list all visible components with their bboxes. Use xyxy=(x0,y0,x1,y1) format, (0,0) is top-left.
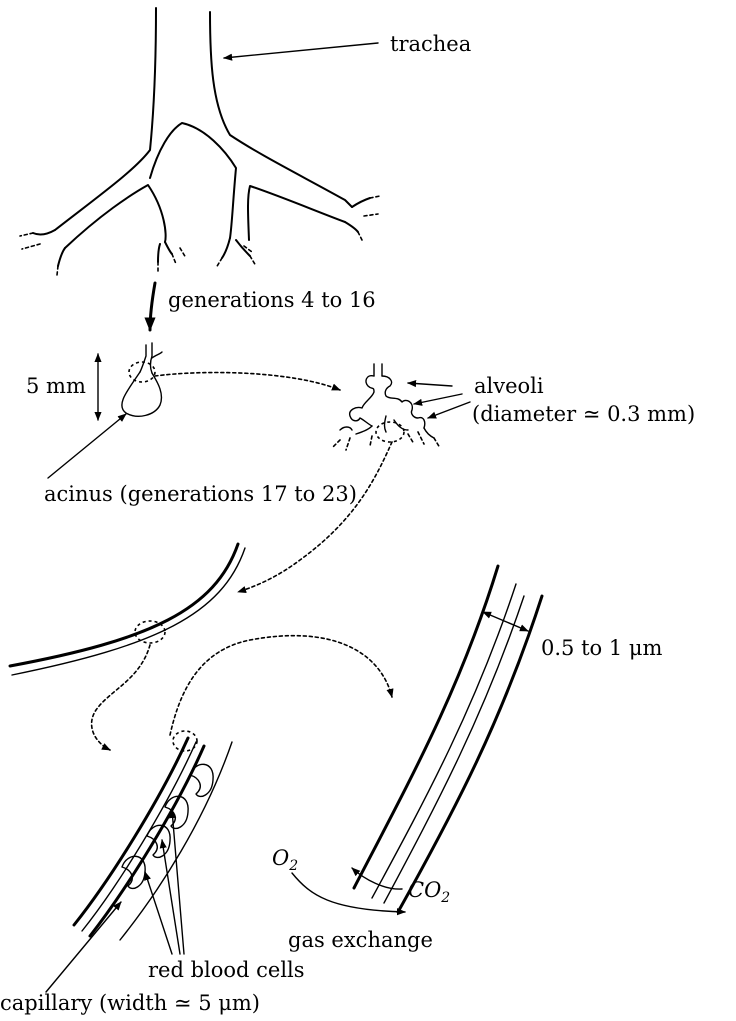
center-tips xyxy=(158,238,250,262)
membrane-line-2 xyxy=(372,584,516,898)
alveoli-dash-tips xyxy=(332,432,440,450)
trachea-label: trachea xyxy=(390,34,471,55)
o2-subscript: 2 xyxy=(289,858,298,874)
membrane xyxy=(354,566,542,912)
capillary-label: capillary (width ≃ 5 μm) xyxy=(0,993,260,1014)
acinus-duct xyxy=(140,343,152,373)
wall-inner xyxy=(12,548,245,675)
alveoli-arrow-3 xyxy=(428,402,470,418)
zoom-to-capillary xyxy=(92,645,150,750)
rbc-arrow-1 xyxy=(145,872,172,954)
o2-arrow xyxy=(292,873,405,912)
center-tips-dash xyxy=(158,246,256,272)
co2-subscript: 2 xyxy=(441,890,450,906)
trachea-arrow xyxy=(224,43,378,58)
alveoli-label: alveoli xyxy=(474,376,544,397)
wall-outer xyxy=(10,544,238,666)
alveolus-zoom-circle xyxy=(376,422,404,442)
membrane-outer-left xyxy=(354,566,498,888)
rbc-arrow-3 xyxy=(172,810,184,954)
rbc-3 xyxy=(147,825,170,857)
alveoli-diameter-label: (diameter ≃ 0.3 mm) xyxy=(472,404,695,425)
zoom-to-membrane xyxy=(170,636,392,735)
zoom-to-wall xyxy=(238,442,392,592)
acinus-sac xyxy=(122,372,162,416)
trachea-left-wall xyxy=(55,8,156,230)
red-blood-cells-label: red blood cells xyxy=(148,960,305,981)
acinus xyxy=(122,343,162,416)
acinus-branch xyxy=(152,352,162,358)
capillary-wall-2 xyxy=(82,742,196,931)
rbc-1 xyxy=(190,764,213,796)
zoom-to-alveoli xyxy=(155,373,340,390)
gas-exchange-label: gas exchange xyxy=(288,930,433,951)
left-bronchus-lower xyxy=(65,185,166,248)
far-left-tip-dash xyxy=(20,233,58,275)
acinus-arrow xyxy=(48,414,126,478)
acinus-label: acinus (generations 17 to 23) xyxy=(44,484,357,505)
capillary xyxy=(74,731,232,940)
o2-label: O2 xyxy=(272,848,298,873)
scale-label: 5 mm xyxy=(26,376,86,397)
capillary-wall-far xyxy=(120,742,232,940)
alveoli-sacs-left xyxy=(350,376,374,426)
generations-arrow xyxy=(150,283,155,330)
right-bronchus-lower xyxy=(248,186,345,240)
far-left-tip xyxy=(33,230,65,266)
co2-label: CO2 xyxy=(408,880,450,905)
generations-label: generations 4 to 16 xyxy=(168,290,376,311)
o2-base: O xyxy=(272,846,289,870)
alveoli-arrow-1 xyxy=(408,383,452,386)
co2-base: CO xyxy=(408,878,441,902)
alveoli-arrow-2 xyxy=(414,394,462,404)
trachea-right-wall xyxy=(210,12,352,207)
alveoli-cluster xyxy=(332,364,440,450)
capillary-arrow xyxy=(46,902,121,992)
alveoli-duct xyxy=(374,364,382,376)
membrane-thickness-label: 0.5 to 1 μm xyxy=(541,638,662,659)
membrane-line-3 xyxy=(384,596,524,903)
